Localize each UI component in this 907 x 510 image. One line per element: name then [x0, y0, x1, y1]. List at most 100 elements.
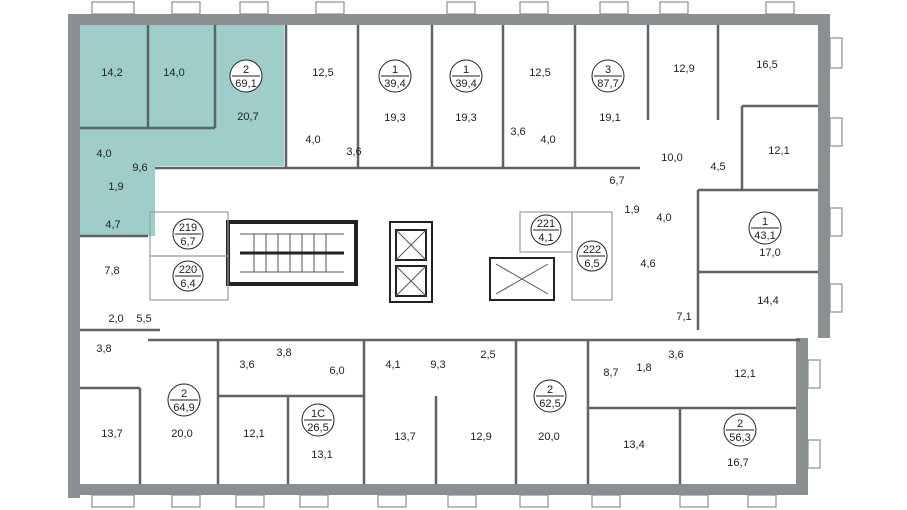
room-area-label: 6,0 — [329, 365, 344, 377]
apartment-badge[interactable]: 1С 26,5 — [301, 403, 335, 437]
room-area-label: 1,9 — [624, 204, 639, 216]
room-area-label: 4,5 — [710, 161, 725, 173]
apartment-rooms: 2 — [243, 64, 249, 76]
room-area-label: 20,0 — [538, 431, 559, 443]
interior-walls — [80, 25, 818, 484]
outer-wall-left — [68, 14, 80, 498]
room-area-label: 13,7 — [101, 428, 122, 440]
service-room-area: 4,1 — [538, 232, 553, 244]
room-area-label: 6,7 — [609, 175, 624, 187]
outer-wall-bottom — [68, 484, 808, 495]
apartment-badge[interactable]: 269,1 — [229, 59, 263, 93]
apartment-badge[interactable]: 262,5 — [533, 379, 567, 413]
room-area-label: 12,1 — [768, 145, 789, 157]
room-area-label: 12,1 — [243, 428, 264, 440]
room-area-label: 3,8 — [96, 343, 111, 355]
apartment-badge[interactable]: 139,4 — [449, 59, 483, 93]
stair-core — [226, 220, 358, 286]
apartment-area: 62,5 — [539, 398, 560, 410]
room-area-label: 19,3 — [384, 112, 405, 124]
room-area-label: 1,8 — [636, 362, 651, 374]
service-room-area: 6,4 — [180, 278, 195, 290]
outer-wall-right-lower — [796, 338, 808, 495]
room-area-label: 2,5 — [480, 349, 495, 361]
service-room-number: 221 — [537, 218, 555, 230]
room-area-label: 4,1 — [385, 359, 400, 371]
room-area-label: 16,7 — [727, 457, 748, 469]
room-area-label: 2,0 — [108, 313, 123, 325]
windows-top — [91, 1, 795, 15]
room-area-label: 4,7 — [105, 219, 120, 231]
apartment-badge[interactable]: 256,3 — [723, 413, 757, 447]
room-area-label: 3,6 — [346, 146, 361, 158]
apartment-area: 26,5 — [307, 422, 328, 434]
apartment-rooms: 1 — [392, 64, 398, 76]
room-area-label: 12,1 — [734, 368, 755, 380]
room-area-label: 12,5 — [529, 67, 550, 79]
room-area-label: 12,5 — [312, 67, 333, 79]
apartment-area: 69,1 — [235, 78, 256, 90]
outer-wall-right-upper — [818, 14, 830, 338]
apartment-area: 43,1 — [754, 230, 775, 242]
room-area-label: 3,6 — [510, 126, 525, 138]
room-area-label: 14,4 — [757, 295, 778, 307]
apartment-badge[interactable]: 264,9 — [167, 383, 201, 417]
room-area-label: 17,0 — [759, 247, 780, 259]
room-area-label: 13,4 — [623, 439, 644, 451]
room-area-label: 7,8 — [104, 265, 119, 277]
apartment-area: 39,4 — [384, 78, 405, 90]
service-room-number: 222 — [583, 244, 601, 256]
apartment-area: 56,3 — [729, 432, 750, 444]
room-area-label: 19,1 — [599, 112, 620, 124]
apartment-rooms: 1 — [762, 216, 768, 228]
room-area-label: 9,6 — [132, 162, 147, 174]
room-area-label: 1,9 — [108, 181, 123, 193]
apartment-rooms: 2 — [181, 388, 187, 400]
room-area-label: 10,0 — [661, 152, 682, 164]
apartment-rooms: 1 — [463, 64, 469, 76]
selected-apartment-area[interactable] — [80, 25, 284, 236]
windows-bottom — [91, 494, 777, 508]
room-area-label: 4,0 — [540, 134, 555, 146]
room-area-label: 8,7 — [603, 367, 618, 379]
room-area-label: 13,1 — [311, 449, 332, 461]
service-room-number: 220 — [179, 264, 197, 276]
room-area-label: 3,8 — [276, 347, 291, 359]
room-area-label: 9,3 — [430, 359, 445, 371]
apartment-area: 39,4 — [455, 78, 476, 90]
apartment-area: 64,9 — [173, 402, 194, 414]
room-area-label: 20,0 — [171, 428, 192, 440]
room-area-label: 4,6 — [640, 258, 655, 270]
room-area-label: 16,5 — [756, 59, 777, 71]
service-room-area: 6,5 — [584, 258, 599, 270]
room-area-label: 5,5 — [136, 313, 151, 325]
room-area-label: 4,0 — [96, 148, 111, 160]
service-room-walls — [149, 211, 613, 301]
apartment-badge[interactable]: 387,7 — [591, 59, 625, 93]
room-area-label: 4,0 — [305, 134, 320, 146]
room-area-label: 12,9 — [470, 431, 491, 443]
apartment-badge[interactable]: 139,4 — [378, 59, 412, 93]
room-area-label: 4,0 — [656, 212, 671, 224]
service-room-area: 6,7 — [180, 236, 195, 248]
apartment-rooms: 2 — [547, 384, 553, 396]
room-area-label: 3,6 — [239, 359, 254, 371]
service-room-number: 219 — [179, 222, 197, 234]
apartment-rooms: 1С — [311, 408, 325, 420]
room-area-label: 3,6 — [668, 349, 683, 361]
room-area-label: 20,7 — [237, 111, 258, 123]
apartment-badge[interactable]: 143,1 — [748, 211, 782, 245]
room-area-label: 19,3 — [455, 112, 476, 124]
room-area-label: 13,7 — [394, 431, 415, 443]
apartment-rooms: 3 — [605, 64, 611, 76]
room-area-label: 12,9 — [673, 63, 694, 75]
elevators — [389, 221, 555, 303]
room-area-label: 14,2 — [101, 67, 122, 79]
room-area-label: 7,1 — [676, 311, 691, 323]
apartment-area: 87,7 — [597, 78, 618, 90]
